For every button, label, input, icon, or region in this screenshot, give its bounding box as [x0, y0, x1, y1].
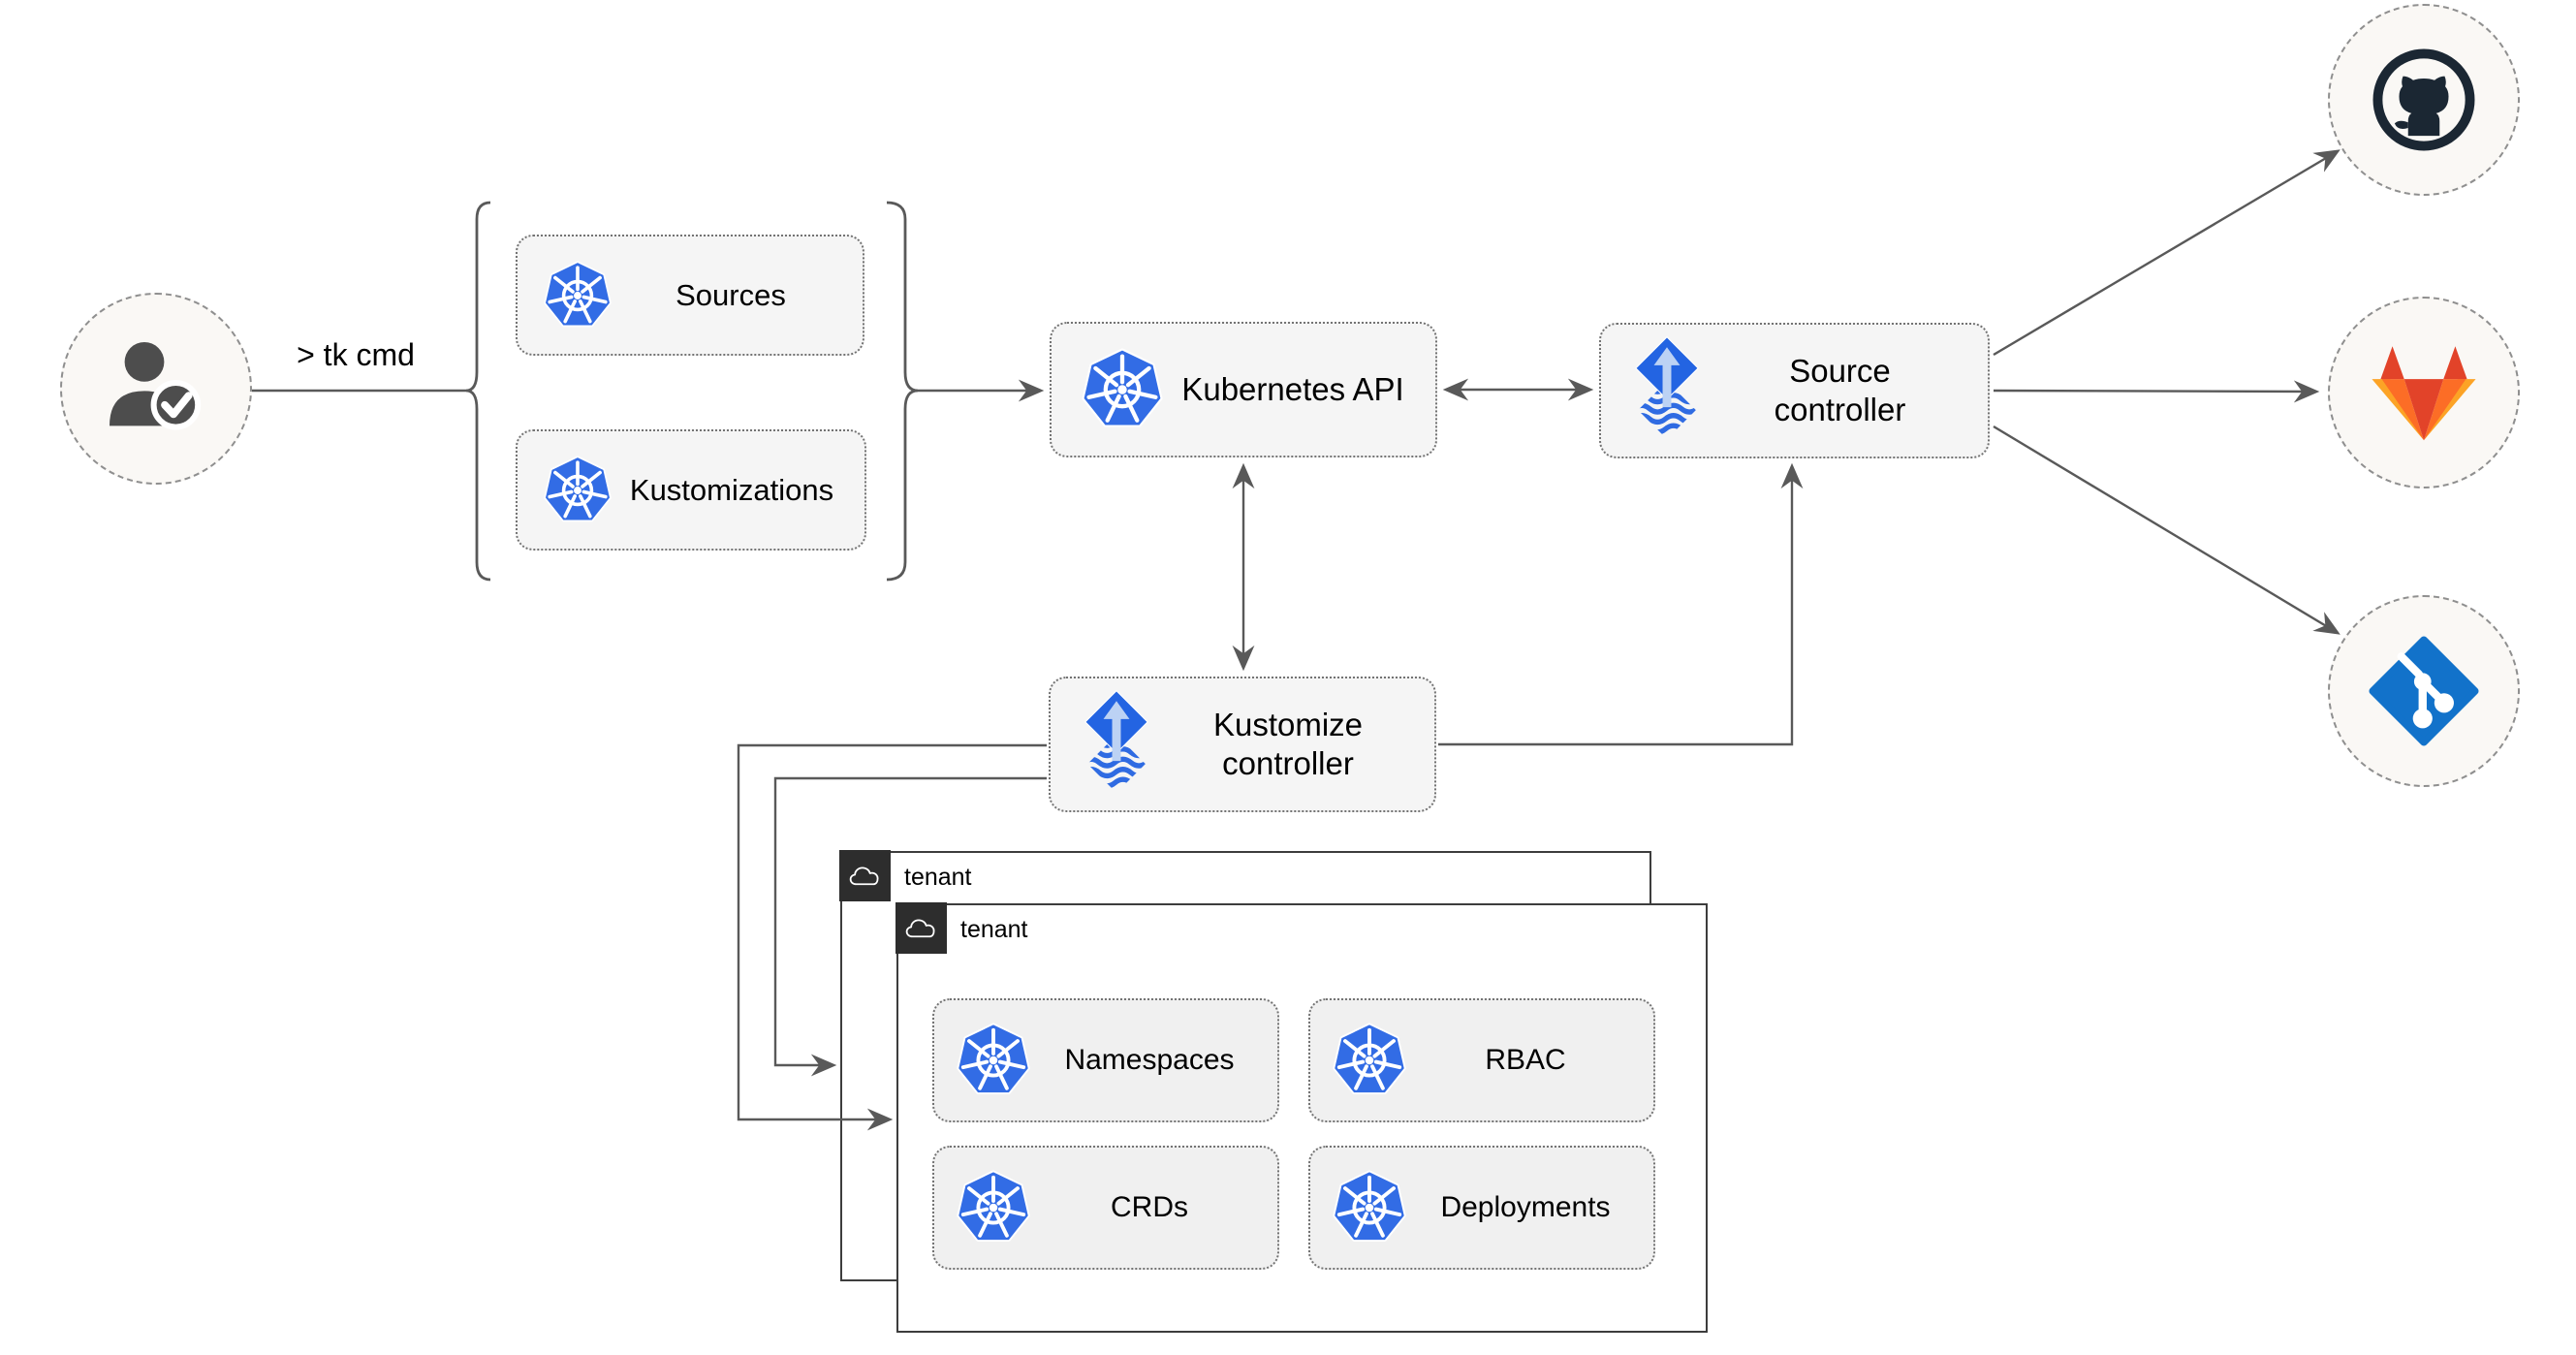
kubernetes-api-node: Kubernetes API	[1050, 322, 1437, 457]
kubernetes-icon	[543, 456, 613, 525]
crds-label: CRDs	[1111, 1191, 1188, 1223]
kubernetes-icon	[956, 1023, 1031, 1098]
kubernetes-icon	[1081, 348, 1164, 431]
source-controller-label: Source controller	[1774, 352, 1906, 427]
tenant-front-container: tenant Namespaces RBAC CRDs Deployments	[895, 902, 1708, 1333]
kubernetes-icon	[1332, 1170, 1407, 1245]
namespaces-label: Namespaces	[1064, 1044, 1235, 1076]
deployments-node: Deployments	[1308, 1146, 1655, 1270]
user-check-icon	[98, 331, 214, 447]
kustomize-controller-node: Kustomize controller	[1049, 677, 1436, 812]
crds-node: CRDs	[932, 1146, 1279, 1270]
rbac-label: RBAC	[1485, 1044, 1566, 1076]
flux-icon	[1628, 336, 1706, 445]
kubernetes-icon	[956, 1170, 1031, 1245]
gitlab-icon	[2368, 339, 2480, 446]
namespaces-node: Namespaces	[932, 998, 1279, 1122]
cloud-icon	[839, 850, 891, 901]
gitlab-node	[2328, 297, 2520, 488]
git-node	[2328, 595, 2520, 787]
git-icon	[2367, 634, 2481, 748]
github-node	[2328, 4, 2520, 196]
edge-kustomize-to-source	[1438, 462, 1804, 746]
sources-label: Sources	[675, 277, 786, 312]
sources-node: Sources	[516, 235, 864, 356]
crd-group-right-brace	[886, 201, 919, 582]
user-node	[60, 293, 252, 485]
kubernetes-icon	[1332, 1023, 1407, 1098]
tk-cmd-label: > tk cmd	[297, 337, 415, 372]
kubernetes-icon	[543, 261, 613, 331]
github-icon	[2368, 44, 2480, 156]
source-controller-node: Source controller	[1599, 323, 1990, 458]
kustomizations-label: Kustomizations	[629, 472, 834, 507]
rbac-node: RBAC	[1308, 998, 1655, 1122]
tenant-back-label: tenant	[904, 863, 972, 891]
kubernetes-api-label: Kubernetes API	[1181, 370, 1404, 407]
flux-icon	[1078, 690, 1155, 799]
cloud-icon	[895, 902, 947, 954]
edge-source-to-github	[1993, 149, 2340, 357]
crd-group-left-brace	[465, 201, 491, 582]
edge-source-to-git	[1993, 425, 2340, 635]
edge-source-to-gitlab	[1993, 380, 2320, 403]
tenant-front-label: tenant	[960, 915, 1028, 943]
kustomizations-node: Kustomizations	[516, 429, 866, 551]
kustomize-controller-label: Kustomize controller	[1212, 706, 1364, 781]
deployments-label: Deployments	[1440, 1191, 1611, 1223]
